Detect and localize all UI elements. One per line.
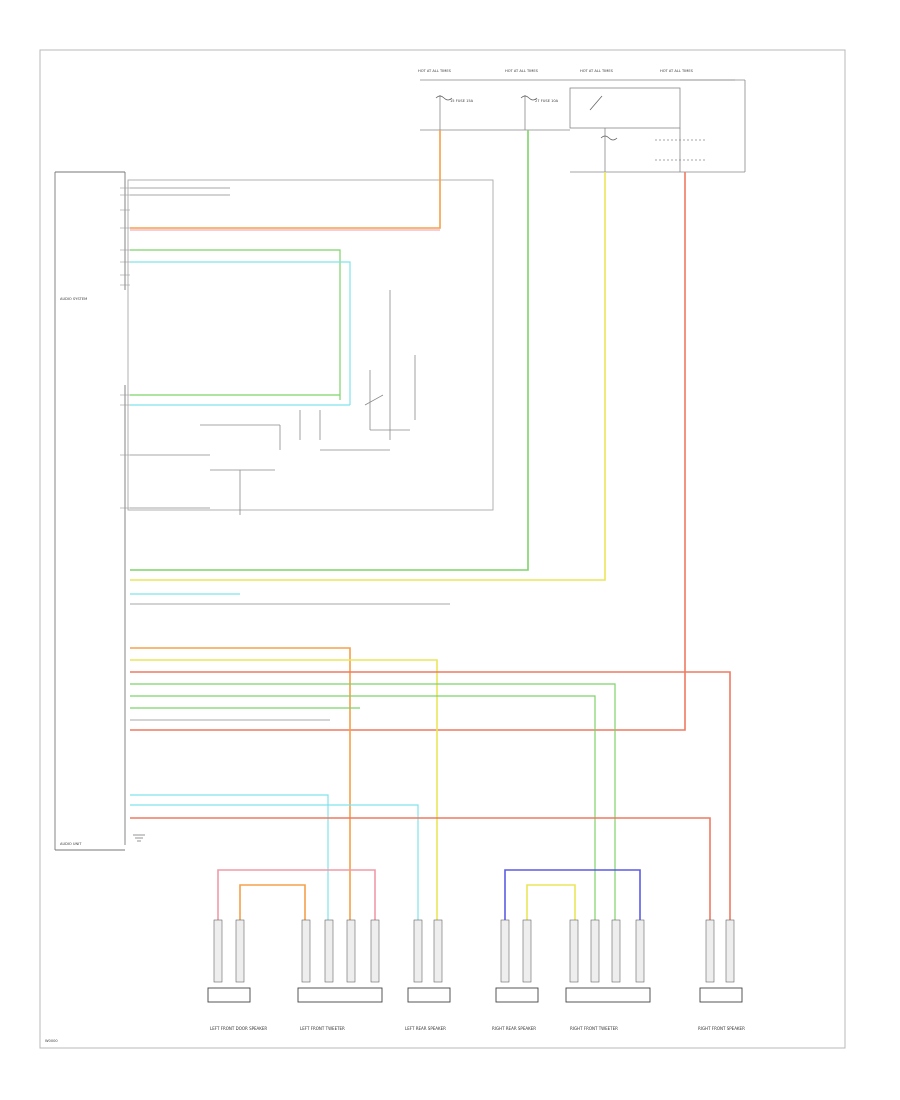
fuse-icon (520, 95, 538, 101)
speaker-lf-door (207, 987, 251, 1003)
speaker-boxes (207, 987, 743, 1003)
rr-yellow-loop (526, 884, 576, 920)
cd-audio-wire-2 (130, 261, 351, 405)
top-label-4: HOT AT ALL TIMES (660, 69, 694, 73)
connector (569, 919, 579, 983)
battery-feed-wire (130, 130, 441, 229)
speaker-lr (407, 987, 451, 1003)
audio-unit-pins (120, 187, 130, 509)
speaker-lf-tweeter (297, 987, 383, 1003)
relay-switch-icon (589, 95, 603, 111)
connector (635, 919, 645, 983)
connector (433, 919, 443, 983)
rr-red-wire (130, 817, 711, 920)
connector (725, 919, 735, 983)
rf-door-plus (130, 671, 731, 920)
speaker-label-lf-tweeter: LEFT FRONT TWEETER (300, 1026, 345, 1031)
fuse-label-2: 27 FUSE 10A (535, 99, 559, 103)
speaker-rf-tweeter (565, 987, 651, 1003)
top-label-2: HOT AT ALL TIMES (505, 69, 539, 73)
audio-unit-label: AUDIO UNIT (60, 842, 82, 846)
power-relay-box (569, 87, 681, 129)
lf-door-plus (130, 647, 351, 920)
lr-cyan-wire (130, 794, 329, 920)
connector (705, 919, 715, 983)
diagram-code: W0000 (45, 1039, 58, 1043)
lf-door-minus (130, 659, 438, 920)
speaker-label-rf-tweeter: RIGHT FRONT TWEETER (570, 1026, 618, 1031)
fuse-icon (600, 135, 618, 141)
colored-wires (130, 130, 731, 920)
speaker-rf-door (699, 987, 743, 1003)
speaker-label-rf-door: RIGHT FRONT SPEAKER (698, 1026, 745, 1031)
speaker-label-lr: LEFT REAR SPEAKER (405, 1026, 446, 1031)
connector (413, 919, 423, 983)
power-feed-section (420, 79, 746, 173)
cd-changer-box (127, 179, 494, 511)
fuse-icon (435, 95, 453, 101)
speaker-labels: LEFT FRONT DOOR SPEAKER LEFT FRONT TWEET… (210, 1026, 745, 1031)
connector (370, 919, 380, 983)
connector (213, 919, 223, 983)
internal-wiring (124, 187, 605, 845)
top-label-1: HOT AT ALL TIMES (418, 69, 452, 73)
speaker-label-rr: RIGHT REAR SPEAKER (492, 1026, 536, 1031)
connector (522, 919, 532, 983)
fuse-icons (435, 95, 618, 141)
audio-unit-outline (54, 171, 494, 851)
speaker-rr (495, 987, 539, 1003)
connector (611, 919, 621, 983)
diagram-frame (39, 49, 846, 1049)
speaker-connectors (213, 919, 735, 983)
lf-orange-loop (239, 884, 306, 920)
accessory-feed-wire (130, 130, 529, 571)
top-label-3: HOT AT ALL TIMES (580, 69, 614, 73)
top-text-labels: HOT AT ALL TIMES HOT AT ALL TIMES HOT AT… (418, 69, 694, 103)
cd-audio-wire-1 (130, 249, 341, 400)
connector (235, 919, 245, 983)
lf-pink-loop (217, 869, 376, 920)
connector (324, 919, 334, 983)
fuse-label-1: 15 FUSE 15A (450, 99, 474, 103)
connector (590, 919, 600, 983)
rr-cyan-wire (130, 804, 419, 920)
rf-tweeter-wire (130, 683, 616, 920)
connector (301, 919, 311, 983)
connector (346, 919, 356, 983)
ground-icon (133, 834, 145, 842)
connector (500, 919, 510, 983)
chassis-label: AUDIO SYSTEM (60, 297, 87, 301)
red-feed-wire (130, 172, 686, 731)
illumination-wire (130, 172, 606, 581)
speaker-label-lf-door: LEFT FRONT DOOR SPEAKER (210, 1026, 267, 1031)
rr-blue-loop (504, 869, 641, 920)
rf-door-minus (130, 695, 596, 920)
